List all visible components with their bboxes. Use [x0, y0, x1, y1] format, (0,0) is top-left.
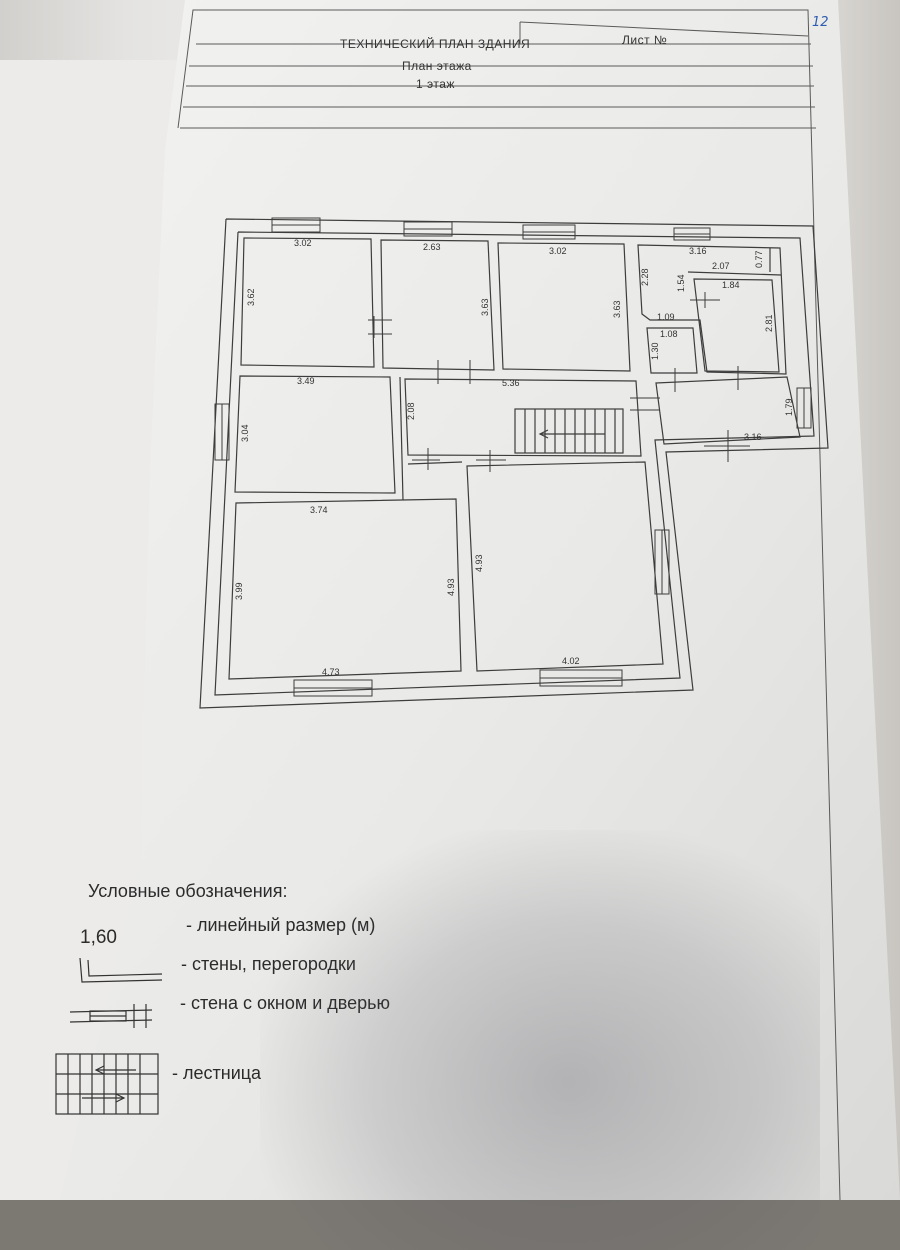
hall [404, 378, 642, 457]
dim-r10-height: 3.99 [234, 582, 244, 600]
document-sheet: Лист № 12 ТЕХНИЧЕСКИЙ ПЛАН ЗДАНИЯ План э… [55, 0, 900, 1250]
dim-r8-height: 3.04 [240, 424, 250, 442]
legend-stairs: - лестница [172, 1063, 262, 1083]
dim-r3-height: 3.63 [612, 300, 622, 318]
legend-linear-dimension: - линейный размер (м) [186, 915, 376, 935]
room-5 [693, 278, 780, 373]
dim-r2-width: 2.63 [423, 242, 441, 252]
dim-r2-height: 3.63 [480, 298, 490, 316]
dim-r11-left: 4.93 [474, 554, 484, 572]
room-11 [466, 461, 664, 672]
room-1 [240, 237, 375, 368]
dim-r4-inner: 2.07 [712, 261, 730, 271]
legend-stairs-symbol [55, 1053, 159, 1115]
legend-symbols [55, 957, 163, 1115]
dim-r10-top: 3.74 [310, 505, 328, 515]
legend-wall-window-door: - стена с окном и дверью [180, 993, 391, 1013]
room-3 [497, 242, 631, 372]
dim-r10-bottom: 4.73 [322, 667, 340, 677]
room-4 [637, 244, 787, 375]
dim-r1-width: 3.02 [294, 238, 312, 248]
dim-r7-width: 1.08 [660, 329, 678, 339]
stairs [514, 408, 624, 454]
legend-sample-value: 1,60 [80, 927, 117, 948]
floor-label: 1 этаж [416, 77, 455, 91]
dim-r10-right: 4.93 [446, 578, 456, 596]
doors [368, 292, 750, 472]
page-frame [177, 9, 841, 1200]
sheet-drawing [55, 0, 900, 1200]
floor-plan [199, 218, 829, 709]
dim-r3-width: 3.02 [549, 246, 567, 256]
paper-page [60, 0, 900, 1200]
legend-walls: - стены, перегородки [181, 954, 356, 974]
dim-r9-width: 3.16 [744, 432, 762, 442]
room-8 [234, 375, 396, 494]
dim-r9-height: 1.79 [784, 398, 794, 416]
dim-r11-bottom: 4.02 [562, 656, 580, 666]
legend-window-door-symbol [69, 1004, 153, 1028]
dim-r1-height: 3.62 [246, 288, 256, 306]
room-10 [228, 498, 462, 680]
plan-subtitle: План этажа [402, 59, 472, 73]
room-9 [655, 376, 801, 445]
dim-r7-height: 1.30 [650, 342, 660, 360]
outer-wall [199, 218, 829, 709]
dim-r4-top: 3.16 [689, 246, 707, 256]
room-2 [380, 239, 495, 371]
sheet-number-handwritten: 12 [812, 15, 829, 30]
document-title: ТЕХНИЧЕСКИЙ ПЛАН ЗДАНИЯ [340, 37, 531, 51]
room-7 [646, 327, 698, 374]
dim-r5-left: 1.54 [676, 274, 686, 292]
legend-wall-symbol [79, 957, 163, 983]
dim-r5-height: 2.81 [764, 314, 774, 332]
windows [214, 217, 812, 697]
dim-hall-width: 5.36 [502, 378, 520, 388]
dim-r4-side: 0.77 [754, 250, 764, 268]
dim-r6-top: 1.09 [657, 312, 675, 322]
dim-r4-left: 2.28 [640, 268, 650, 286]
legend-title: Условные обозначения: [88, 881, 288, 901]
dim-r5-width: 1.84 [722, 280, 740, 290]
dim-r8-width: 3.49 [297, 376, 315, 386]
dim-hall-height: 2.08 [406, 402, 416, 420]
sheet-label: Лист № [622, 33, 668, 47]
